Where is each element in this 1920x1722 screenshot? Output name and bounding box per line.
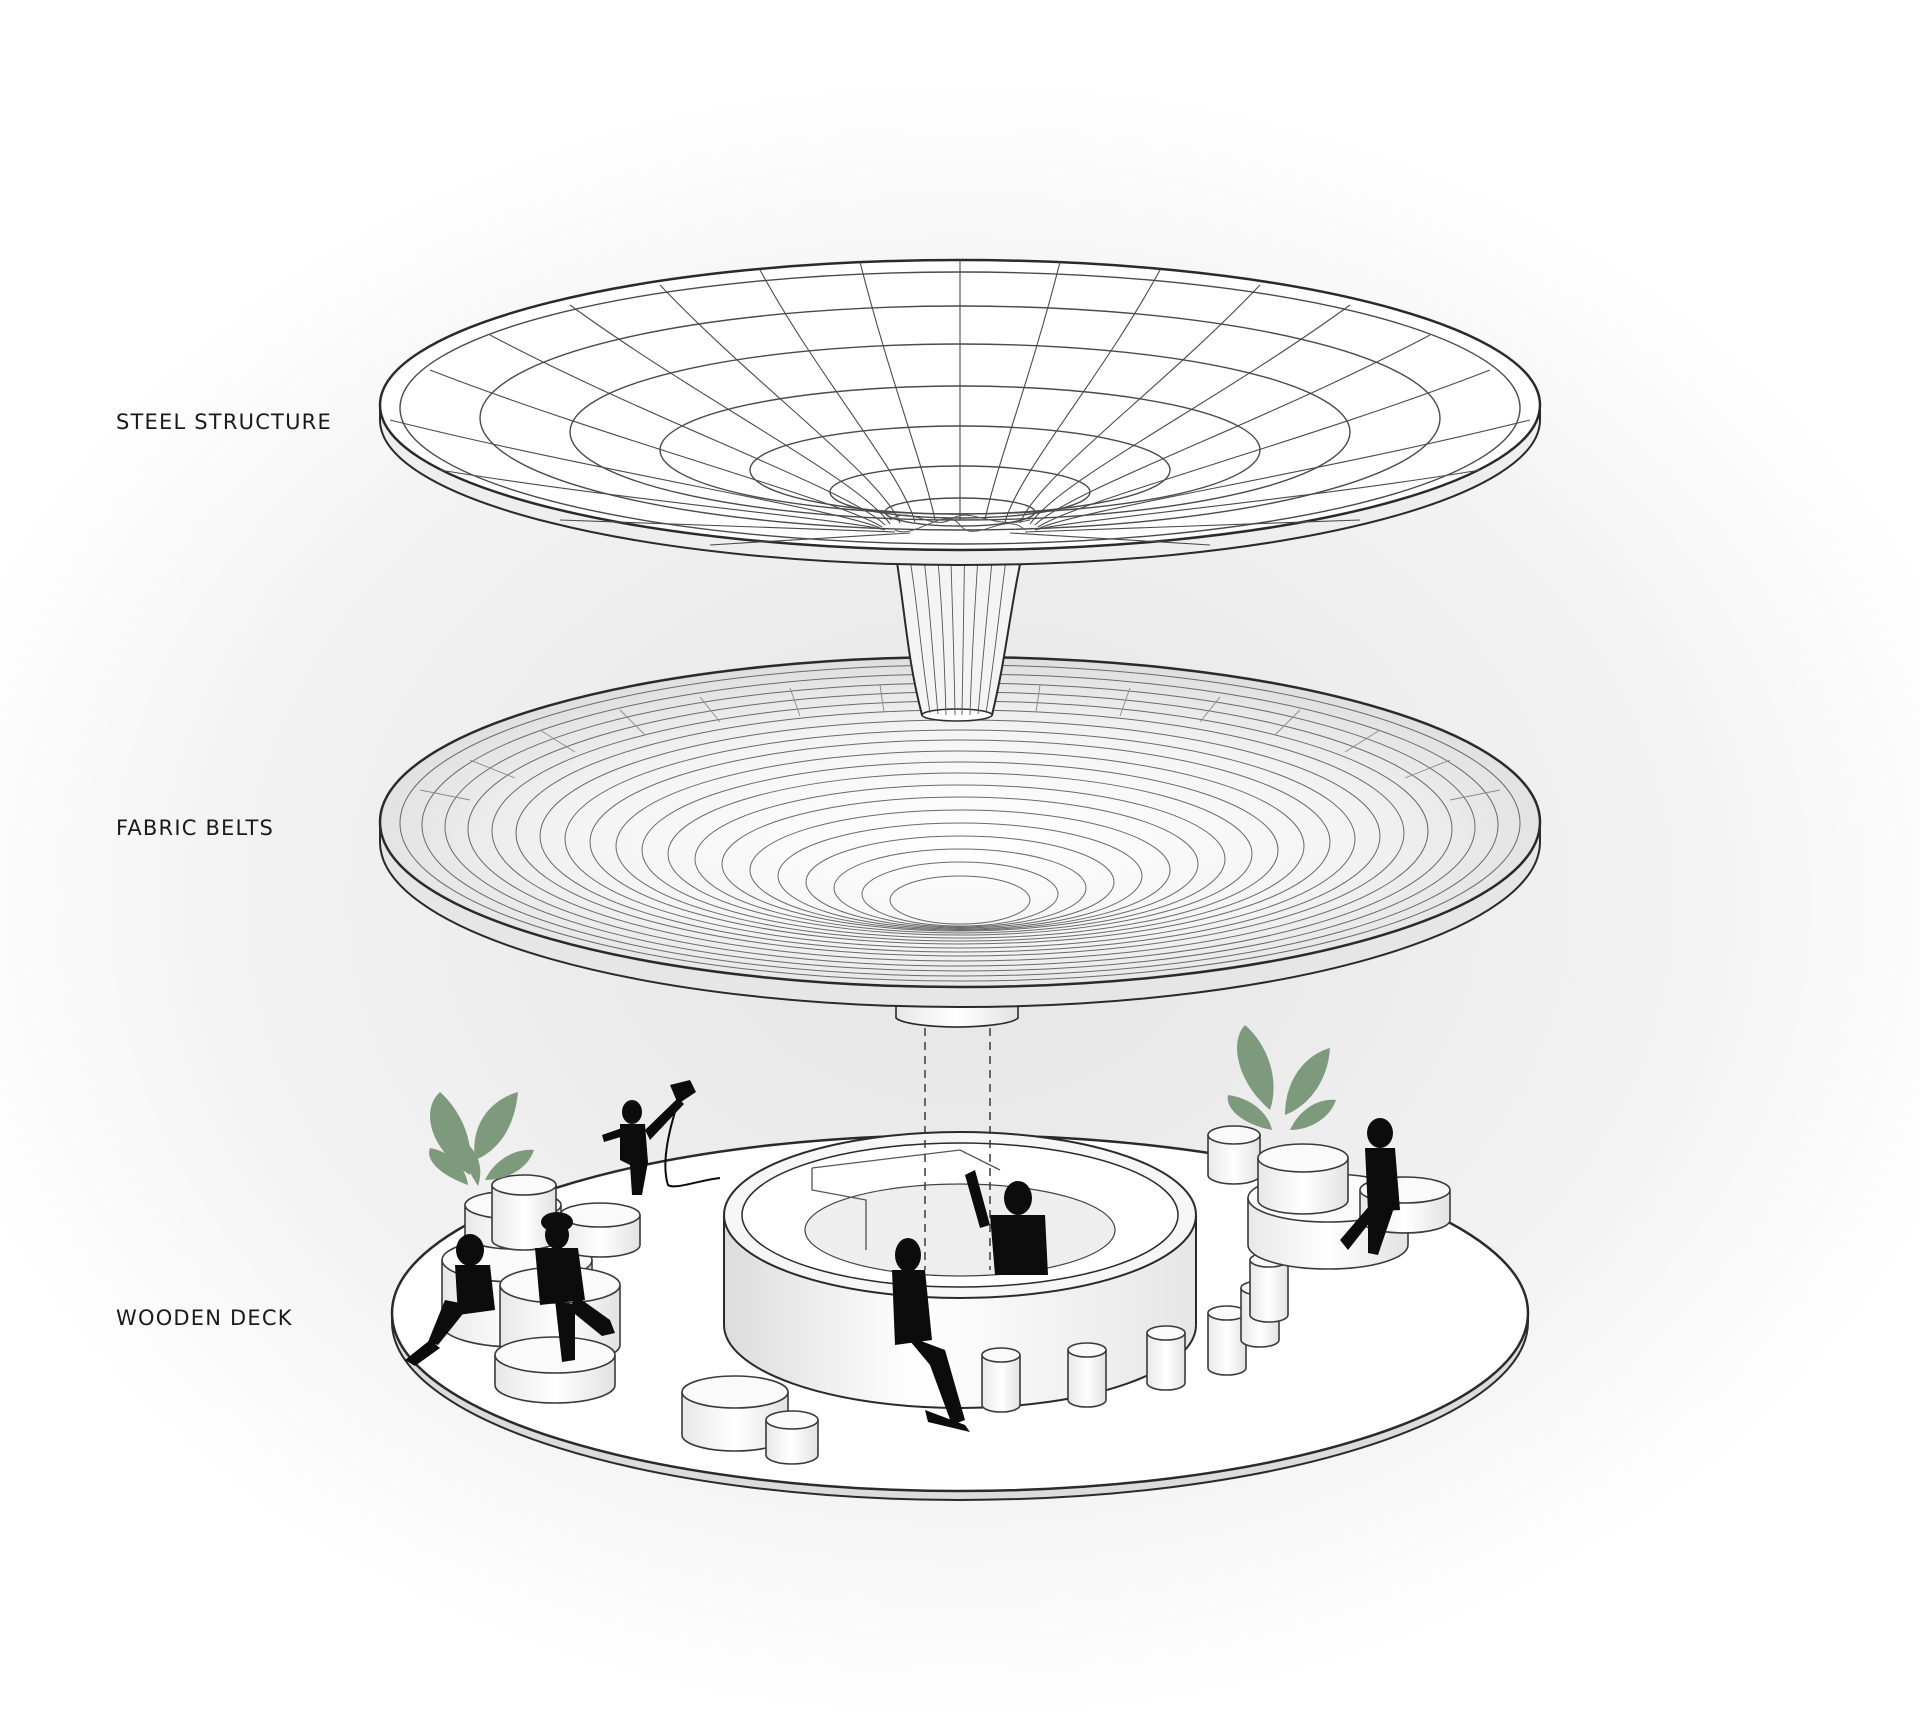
label-fabric-belts: FABRIC BELTS	[116, 816, 275, 840]
fabric-belt-disc-icon	[378, 655, 1542, 1028]
label-wooden-deck: WOODEN DECK	[116, 1306, 293, 1330]
plant-icon	[429, 1092, 534, 1186]
person-silhouette-icon	[405, 1080, 1400, 1432]
central-bar-ring	[723, 1131, 1197, 1409]
steel-canopy-icon	[378, 258, 1542, 722]
plant-icon	[1227, 1025, 1336, 1130]
label-steel-structure: STEEL STRUCTURE	[116, 410, 332, 434]
seating-front-row	[981, 1252, 1289, 1413]
